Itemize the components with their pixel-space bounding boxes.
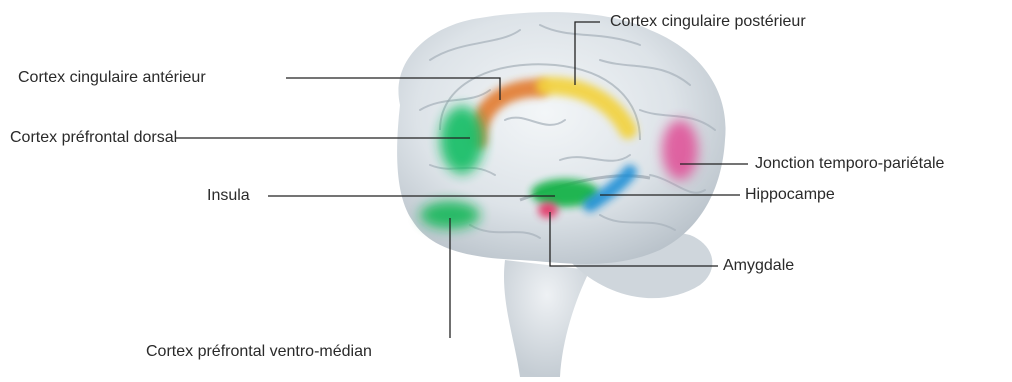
label-hippocampus: Hippocampe [745, 185, 835, 205]
label-insula: Insula [207, 186, 250, 206]
region-dorsal-prefrontal [440, 106, 484, 174]
brain-stem [504, 260, 590, 377]
label-tpj: Jonction temporo-pariétale [755, 154, 944, 174]
label-dorsal-prefrontal: Cortex préfrontal dorsal [10, 128, 180, 148]
label-posterior-cingulate: Cortex cingulaire postérieur [610, 12, 806, 32]
label-anterior-cingulate: Cortex cingulaire antérieur [18, 68, 206, 88]
label-amygdala: Amygdale [723, 256, 794, 276]
region-amygdala [538, 202, 558, 218]
region-tpj [662, 120, 698, 180]
label-vmpfc: Cortex préfrontal ventro-médian [146, 342, 372, 362]
